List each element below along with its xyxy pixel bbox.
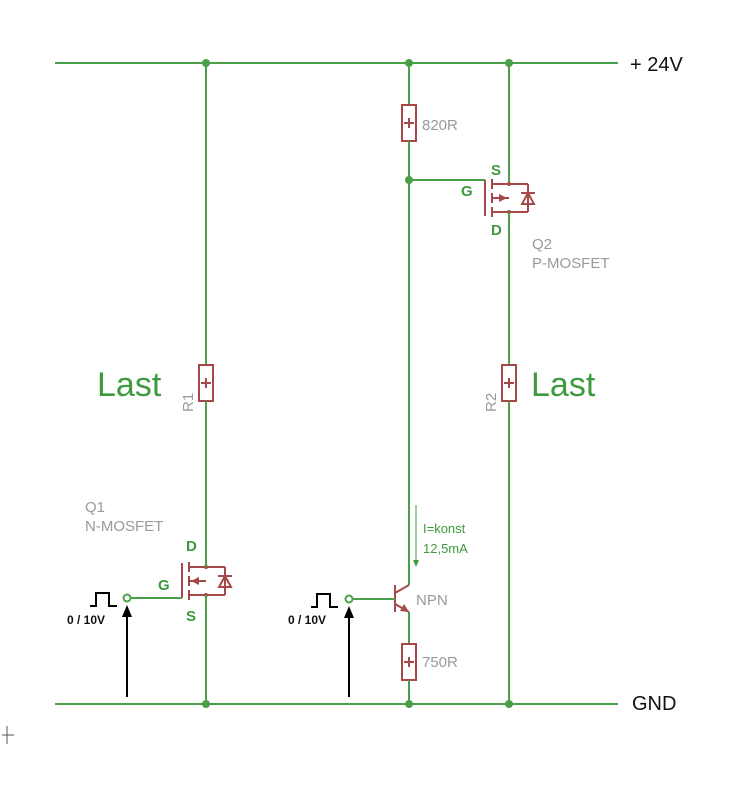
- current-annotation-line2: 12,5mA: [423, 541, 468, 556]
- q1-type: N-MOSFET: [85, 518, 163, 535]
- crosshair-icon: [2, 726, 14, 744]
- resistor-750r: [401, 643, 417, 681]
- pulse-icon: [90, 592, 117, 607]
- q2-pin-d: D: [491, 222, 502, 239]
- q2-pin-s: S: [491, 162, 501, 179]
- q1-pin-d: D: [186, 538, 197, 555]
- r-top-value: 820R: [422, 117, 458, 134]
- input-pin-right[interactable]: [344, 594, 354, 604]
- q2-name: Q2: [532, 236, 552, 253]
- q2-type: P-MOSFET: [532, 255, 610, 272]
- input-pin-left[interactable]: [122, 593, 132, 603]
- resistor-r1: [198, 364, 214, 402]
- ground-label: GND: [632, 693, 676, 715]
- q1-pin-g: G: [158, 577, 170, 594]
- current-annotation-line1: I=konst: [423, 521, 466, 536]
- supply-label: + 24V: [630, 54, 683, 76]
- npn-label: NPN: [416, 592, 448, 609]
- pulse-icon: [311, 593, 338, 608]
- input-label-right: 0 / 10V: [288, 613, 326, 627]
- load-label-right: Last: [531, 366, 596, 404]
- q1-n-mosfet: [181, 562, 233, 600]
- r1-label: R1: [180, 393, 197, 412]
- resistor-820r: [401, 104, 417, 142]
- r2-label: R2: [483, 393, 500, 412]
- r-bottom-value: 750R: [422, 654, 458, 671]
- load-label-left: Last: [97, 366, 162, 404]
- npn-transistor: [394, 584, 410, 613]
- resistor-r2: [501, 364, 517, 402]
- arrowhead-icon: [344, 606, 354, 618]
- q1-pin-s: S: [186, 608, 196, 625]
- q1-name: Q1: [85, 499, 105, 516]
- q2-pin-g: G: [461, 183, 473, 200]
- arrowhead-icon: [413, 560, 419, 567]
- q2-p-mosfet: [484, 179, 536, 217]
- input-label-left: 0 / 10V: [67, 613, 105, 627]
- arrowhead-icon: [122, 605, 132, 617]
